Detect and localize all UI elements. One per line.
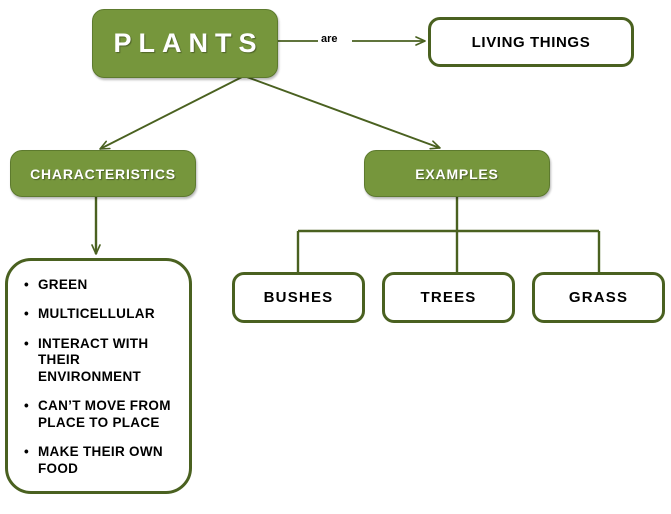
node-living-things-label: LIVING THINGS: [471, 33, 591, 51]
node-bushes-label: BUSHES: [263, 289, 334, 306]
node-living-things[interactable]: LIVING THINGS: [428, 17, 634, 67]
bullet-icon: •: [24, 335, 30, 351]
edge-label-are: are: [318, 33, 341, 45]
node-plants[interactable]: PLANTS: [92, 9, 278, 78]
node-characteristics[interactable]: CHARACTERISTICS: [10, 150, 196, 197]
node-trees-label: TREES: [420, 289, 477, 306]
bullet-icon: •: [24, 444, 30, 460]
connector-plants-to-characteristics: [99, 75, 245, 150]
characteristics-list-box: • GREEN • MULTICELLULAR • INTERACT WITH …: [5, 258, 192, 494]
list-item-label: CAN’T MOVE FROM PLACE TO PLACE: [38, 398, 171, 430]
node-plants-label: PLANTS: [113, 28, 264, 58]
node-grass[interactable]: GRASS: [532, 272, 665, 323]
characteristics-list: • GREEN • MULTICELLULAR • INTERACT WITH …: [24, 277, 179, 477]
bullet-icon: •: [24, 398, 30, 414]
list-item-label: INTERACT WITH THEIR ENVIRONMENT: [38, 335, 149, 384]
node-characteristics-label: CHARACTERISTICS: [30, 165, 176, 182]
list-item: • INTERACT WITH THEIR ENVIRONMENT: [24, 336, 179, 385]
list-item-label: MAKE THEIR OWN FOOD: [38, 444, 163, 476]
node-trees[interactable]: TREES: [382, 272, 515, 323]
list-item: • GREEN: [24, 277, 179, 293]
node-bushes[interactable]: BUSHES: [232, 272, 365, 323]
node-examples-label: EXAMPLES: [415, 165, 499, 182]
list-item: • MULTICELLULAR: [24, 306, 179, 322]
list-item-label: MULTICELLULAR: [38, 306, 155, 322]
bullet-icon: •: [24, 306, 30, 322]
connector-plants-to-examples: [243, 75, 441, 150]
node-examples[interactable]: EXAMPLES: [364, 150, 550, 197]
bullet-icon: •: [24, 277, 30, 292]
list-item: • CAN’T MOVE FROM PLACE TO PLACE: [24, 398, 179, 431]
node-grass-label: GRASS: [568, 289, 629, 306]
list-item: • MAKE THEIR OWN FOOD: [24, 444, 179, 477]
list-item-label: GREEN: [38, 277, 88, 292]
